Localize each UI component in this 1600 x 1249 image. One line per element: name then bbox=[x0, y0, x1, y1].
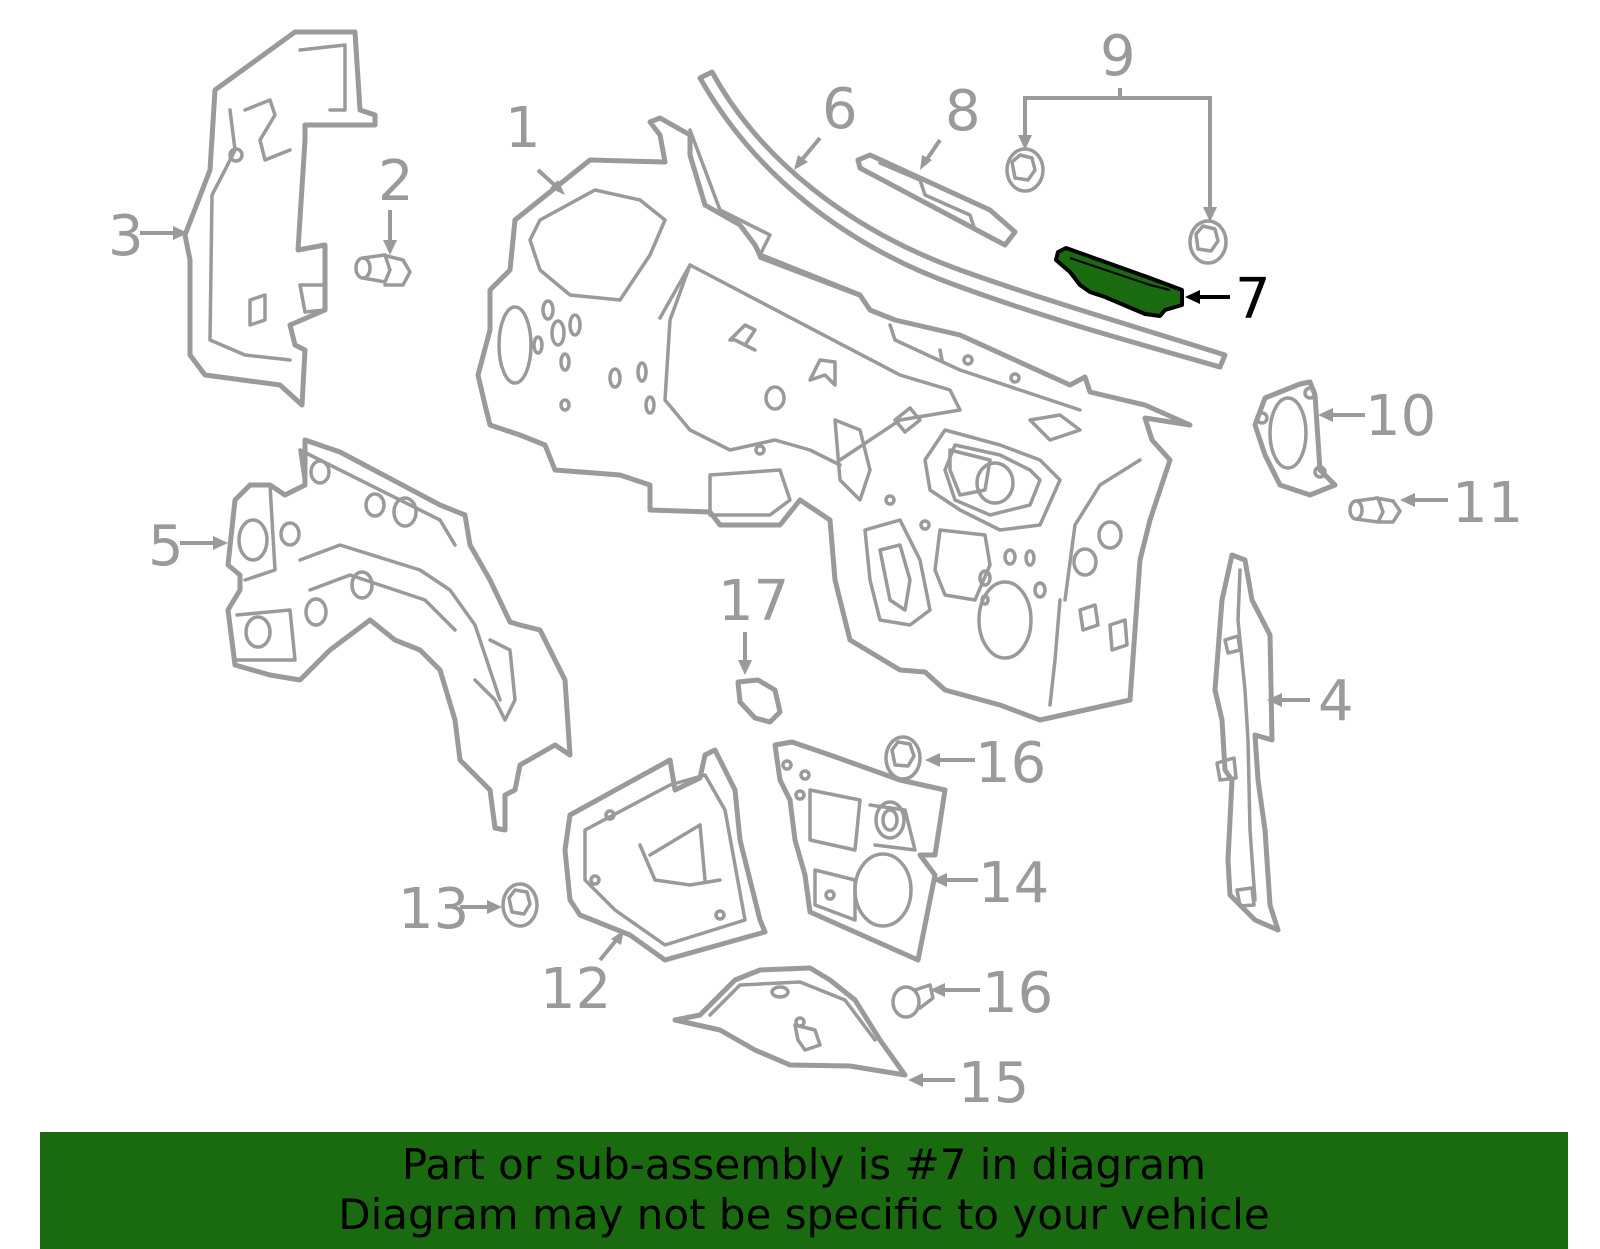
banner-line-1: Part or sub-assembly is #7 in diagram bbox=[401, 1140, 1207, 1189]
callout-13: 13 bbox=[398, 877, 469, 942]
callout-7: 7 bbox=[1235, 267, 1271, 332]
callout-12: 12 bbox=[540, 957, 611, 1022]
callout-17: 17 bbox=[718, 569, 789, 634]
leaders bbox=[140, 88, 1448, 1087]
part-12-floor-insulator bbox=[562, 747, 768, 963]
callout-8: 8 bbox=[945, 79, 981, 144]
part-5-inner-panel bbox=[225, 437, 573, 833]
part-17-pad bbox=[735, 677, 783, 725]
part-3-side-panel bbox=[182, 29, 378, 408]
part-15-lower-panel bbox=[672, 965, 908, 1078]
part-9-nuts bbox=[1005, 147, 1228, 265]
part-4-pillar-trim bbox=[1212, 552, 1281, 933]
callout-14: 14 bbox=[978, 851, 1049, 916]
callout-3: 3 bbox=[108, 204, 144, 269]
callout-2: 2 bbox=[378, 149, 414, 214]
part-13-nut bbox=[501, 882, 539, 928]
callout-15: 15 bbox=[958, 1051, 1029, 1116]
part-8-trim-strip bbox=[855, 152, 1018, 248]
part-16-clip-bottom bbox=[891, 983, 935, 1019]
callout-1: 1 bbox=[505, 96, 541, 161]
callout-4: 4 bbox=[1318, 669, 1354, 734]
part-2-bolt bbox=[354, 253, 412, 287]
part-6-weatherstrip bbox=[697, 69, 1228, 370]
part-14-insulator bbox=[772, 739, 948, 963]
part-10-gasket bbox=[1252, 379, 1338, 498]
callout-6: 6 bbox=[822, 77, 858, 142]
callout-labels: 1 2 3 4 5 6 7 8 9 10 11 12 13 14 15 16 1… bbox=[108, 24, 1523, 1116]
part-1-dash-panel bbox=[475, 115, 1193, 723]
callout-5: 5 bbox=[148, 514, 184, 579]
callout-11: 11 bbox=[1452, 471, 1523, 536]
part-16-nut-top bbox=[884, 735, 922, 781]
callout-9: 9 bbox=[1100, 24, 1136, 89]
info-banner: Part or sub-assembly is #7 in diagram Di… bbox=[40, 1132, 1568, 1249]
part-7-highlighted-seal bbox=[1054, 246, 1184, 318]
banner-line-2: Diagram may not be specific to your vehi… bbox=[338, 1190, 1270, 1239]
part-11-bolt bbox=[1348, 496, 1402, 524]
parts-diagram: 1 2 3 4 5 6 7 8 9 10 11 12 13 14 15 16 1… bbox=[108, 24, 1523, 1116]
callout-16-bottom: 16 bbox=[982, 961, 1053, 1026]
callout-10: 10 bbox=[1365, 384, 1436, 449]
callout-16-top: 16 bbox=[975, 731, 1046, 796]
